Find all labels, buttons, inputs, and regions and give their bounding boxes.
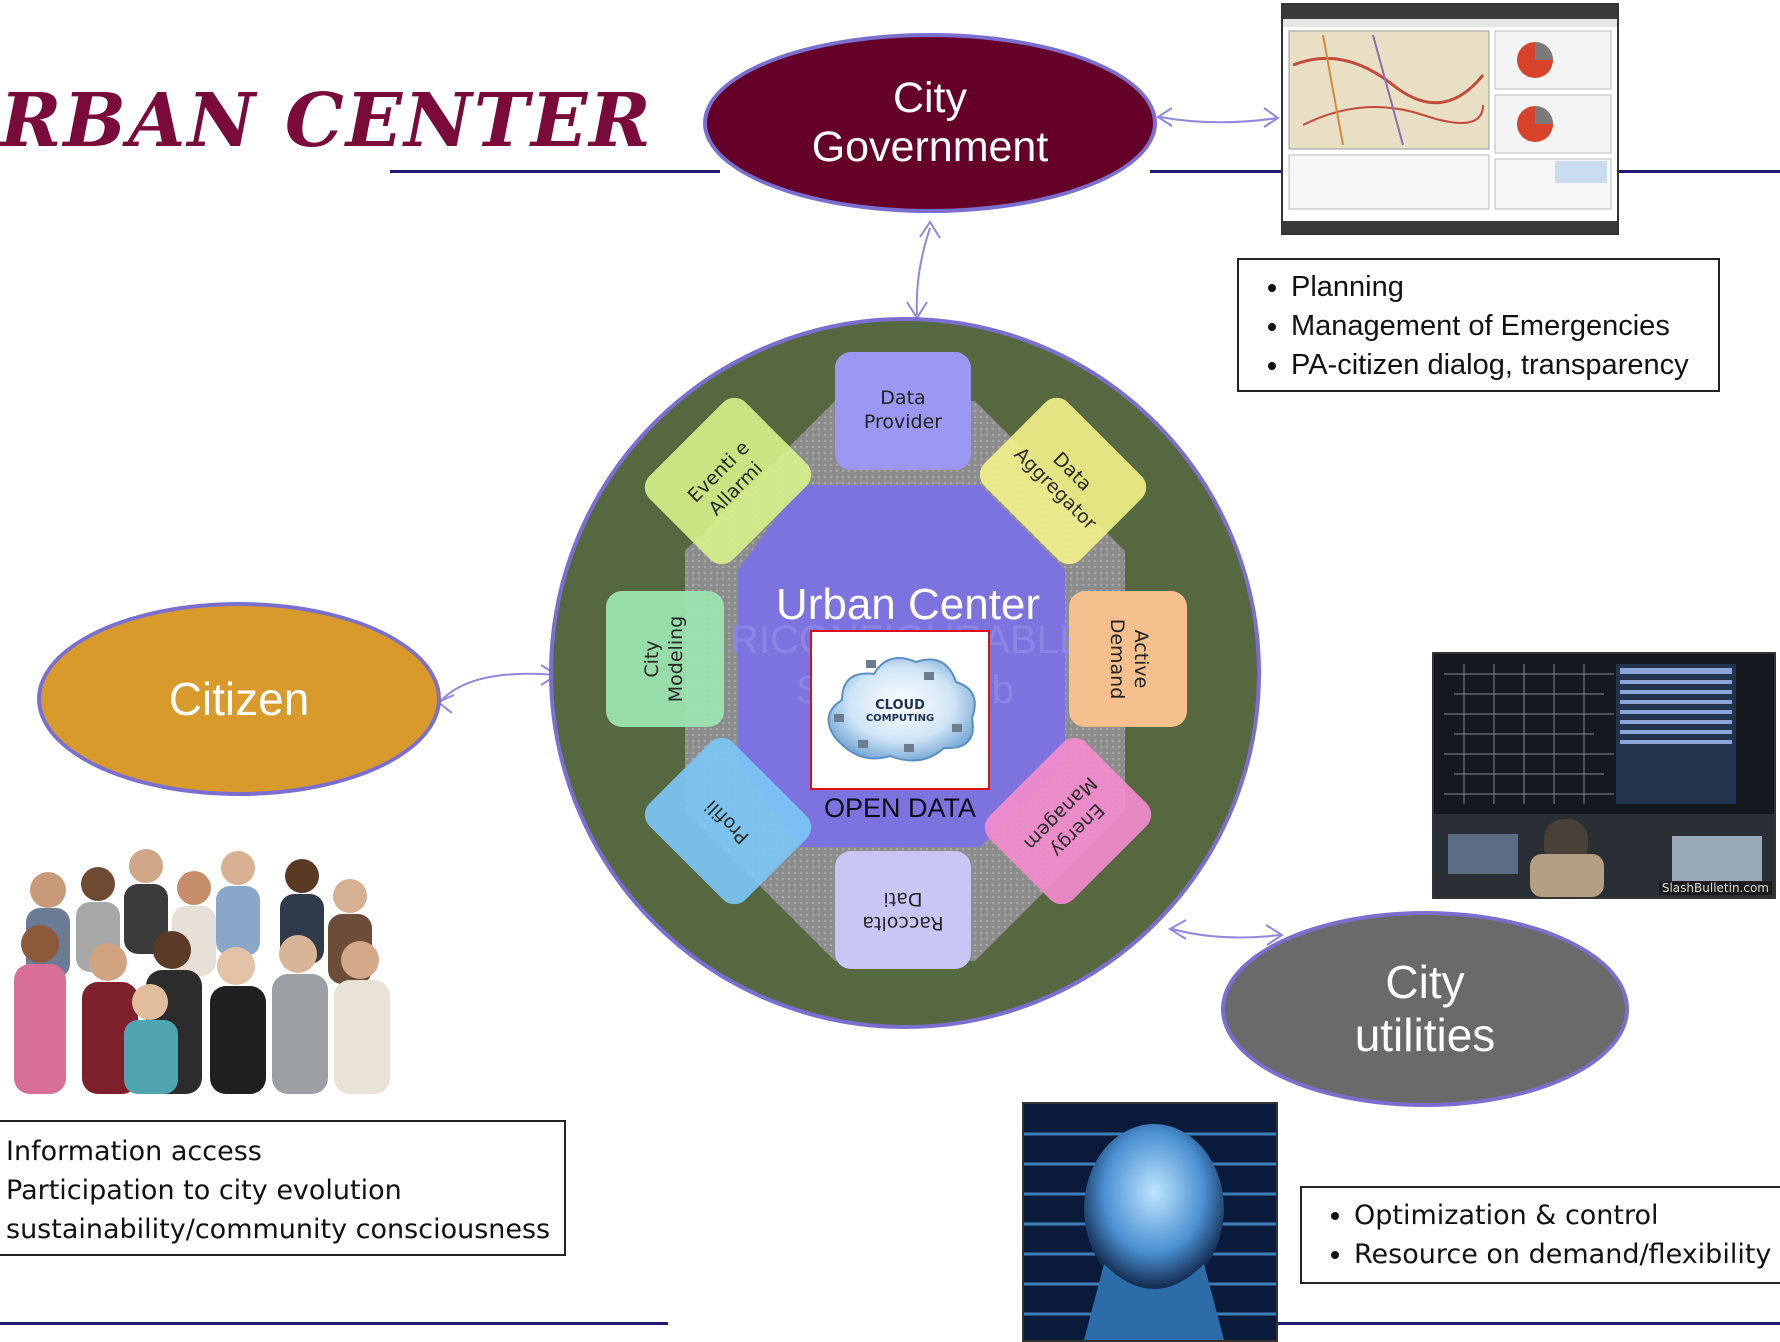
- footer-rule-left: [0, 1322, 668, 1325]
- government-benefit-item: Planning: [1291, 268, 1718, 307]
- module-label: Profili: [700, 795, 754, 849]
- citizens-group-photo: [0, 826, 420, 1094]
- government-benefit-item: PA-citizen dialog, transparency: [1291, 346, 1718, 385]
- arrow-government-to-hub: [915, 227, 931, 316]
- utilities-benefit-item: Optimization & control: [1354, 1196, 1780, 1235]
- hub-title: Urban Center: [775, 580, 1041, 629]
- module-label: Raccolta: [862, 911, 944, 934]
- footer-rule-right: [1275, 1322, 1780, 1325]
- digital-head-image: [1022, 1102, 1278, 1342]
- citizen-benefit-item: Participation to city evolution: [6, 1175, 402, 1206]
- module-label: Data: [880, 387, 926, 410]
- photo-watermark: SlashBulletin.com: [1658, 881, 1772, 895]
- module-label: City: [641, 640, 664, 678]
- citizen-benefit-item: Information access: [6, 1136, 262, 1167]
- dashboard-screenshot: [1281, 3, 1619, 235]
- module-label: Provider: [863, 411, 943, 433]
- utilities-line1: City: [1385, 956, 1465, 1009]
- citizen-benefits-box: Information access Participation to city…: [0, 1120, 566, 1256]
- arrow-citizen-to-hub: [439, 672, 556, 703]
- module-label: Modeling: [665, 615, 687, 703]
- module-label: Dati: [883, 888, 923, 910]
- city-utilities-node[interactable]: City utilities: [1221, 911, 1629, 1107]
- module-label: Demand: [1106, 618, 1128, 700]
- government-benefits-box: Planning Management of Emergencies PA-ci…: [1237, 258, 1720, 392]
- citizen-benefit-item: sustainability/community consciousness: [6, 1214, 551, 1245]
- cloud-line1: CLOUD: [875, 698, 925, 713]
- utilities-line2: utilities: [1354, 1009, 1496, 1061]
- utilities-benefit-item: Resource on demand/flexibility: [1354, 1235, 1780, 1274]
- arrow-government-to-dashboard: [1159, 116, 1279, 124]
- utilities-benefits-box: Optimization & control Resource on deman…: [1300, 1186, 1780, 1284]
- government-line2: Government: [811, 123, 1049, 171]
- government-line1: City: [892, 73, 968, 122]
- page-title: RBAN CENTER: [0, 78, 653, 164]
- government-benefit-item: Management of Emergencies: [1291, 307, 1718, 346]
- cloud-computing-image: CLOUD COMPUTING: [810, 630, 990, 790]
- city-government-node[interactable]: City Government: [703, 33, 1157, 213]
- title-rule: [390, 170, 720, 173]
- citizen-label: Citizen: [168, 672, 310, 725]
- control-room-photo: SlashBulletin.com: [1432, 652, 1776, 899]
- citizen-node[interactable]: Citizen: [37, 602, 441, 796]
- cloud-line2: COMPUTING: [865, 713, 935, 724]
- arrow-utilities-to-hub: [1171, 928, 1281, 939]
- open-data-label: OPEN DATA: [823, 793, 977, 823]
- module-label: Active: [1129, 629, 1152, 689]
